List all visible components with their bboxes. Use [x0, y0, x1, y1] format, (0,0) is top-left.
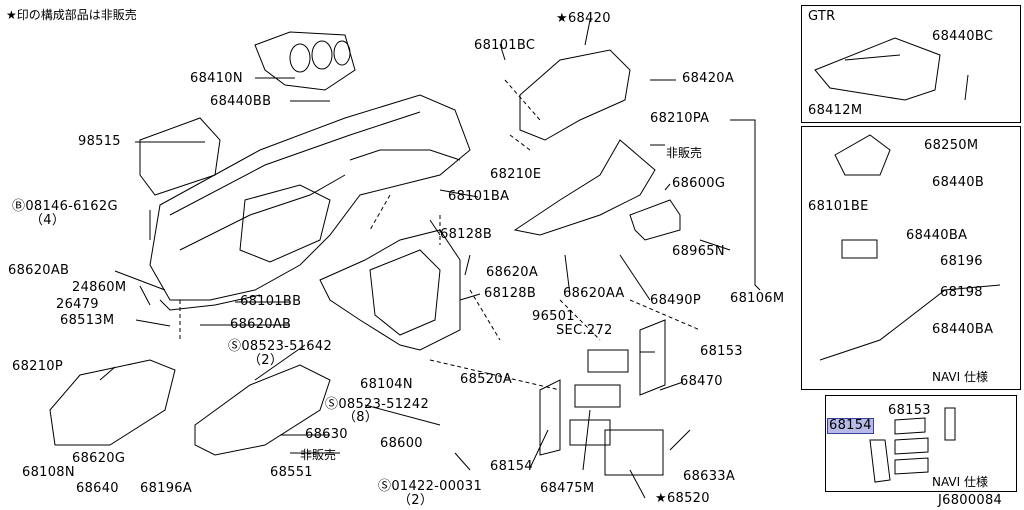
part-label-68101BC[interactable]: 68101BC	[474, 38, 536, 53]
part-label-68620AA[interactable]: 68620AA	[563, 286, 625, 301]
meter-hood-drawing	[254, 31, 356, 91]
part-label-96501[interactable]: 96501	[532, 309, 575, 324]
circle-b-icon: Ⓑ	[12, 199, 26, 214]
gtr-hood-drawing	[814, 37, 969, 101]
part-label-68440BC[interactable]: 68440BC	[932, 29, 994, 44]
part-label-68196[interactable]: 68196	[940, 254, 983, 269]
star-icon: ★	[556, 11, 568, 26]
center-console-drawing	[319, 229, 461, 351]
part-label-68965N[interactable]: 68965N	[672, 244, 725, 259]
part-label-08523-51242[interactable]: Ⓢ08523-51242	[325, 397, 430, 412]
gtr-panel	[801, 5, 1021, 123]
finisher-drawing	[513, 139, 656, 236]
part-label-68198[interactable]: 68198	[940, 285, 983, 300]
part-label-68128B-b[interactable]: 68128B	[484, 286, 537, 301]
part-label-68630[interactable]: 68630	[305, 427, 348, 442]
part-qty-08523-51242: （8）	[343, 410, 379, 425]
cluster-lid-drawing	[519, 49, 631, 141]
part-label-68153-b[interactable]: 68153	[888, 403, 931, 418]
part-label-68410N[interactable]: 68410N	[190, 71, 243, 86]
part-label-68154-highlighted[interactable]: 68154	[827, 418, 874, 434]
part-label-68101BE[interactable]: 68101BE	[808, 199, 869, 214]
part-qty-01422: （2）	[398, 493, 434, 508]
part-label-68490P[interactable]: 68490P	[650, 293, 701, 308]
part-label-68101BA[interactable]: 68101BA	[448, 189, 510, 204]
section-ref-272[interactable]: SEC.272	[556, 323, 613, 338]
non-sale-note: ★印の構成部品は非販売	[6, 8, 137, 22]
part-label-68440B[interactable]: 68440B	[932, 175, 985, 190]
part-label-24860M[interactable]: 24860M	[72, 280, 127, 295]
part-label-68210E[interactable]: 68210E	[490, 167, 542, 182]
glove-box-drawing	[194, 364, 331, 456]
part-label-68440BB[interactable]: 68440BB	[210, 94, 272, 109]
part-label-68128B-a[interactable]: 68128B	[440, 227, 493, 242]
non-sale-label-a: 非販売	[300, 448, 337, 462]
circle-s-icon: Ⓢ	[228, 339, 242, 354]
part-label-68108N[interactable]: 68108N	[22, 465, 75, 480]
part-label-68250M[interactable]: 68250M	[924, 138, 979, 153]
part-label-68513M[interactable]: 68513M	[60, 313, 115, 328]
part-label-68620AB[interactable]: 68620AB	[8, 263, 70, 278]
part-label-68620G[interactable]: 68620G	[72, 451, 126, 466]
part-label-68520[interactable]: ★68520	[655, 491, 710, 506]
part-label-68600[interactable]: 68600	[380, 436, 423, 451]
navi-panel-a	[801, 126, 1021, 390]
part-label-68196A[interactable]: 68196A	[140, 481, 193, 496]
box-68965N-drawing	[629, 199, 681, 241]
part-label-98515[interactable]: 98515	[78, 134, 121, 149]
part-label-68551[interactable]: 68551	[270, 465, 313, 480]
navi-spec-label-a: NAVI 仕様	[932, 370, 988, 384]
part-label-68440BA[interactable]: 68440BA	[906, 228, 968, 243]
part-qty-08523-51642: （2）	[248, 353, 284, 368]
navi-panel-b	[825, 395, 1017, 492]
part-label-68420[interactable]: ★68420	[556, 11, 611, 26]
part-label-68210P[interactable]: 68210P	[12, 359, 63, 374]
navi-spec-label-b: NAVI 仕様	[932, 475, 988, 489]
knee-panel-drawing	[49, 359, 176, 446]
non-sale-label-b: 非販売	[666, 146, 703, 160]
leader-dashes	[179, 79, 701, 391]
gtr-panel-title: GTR	[808, 9, 836, 24]
part-label-68640[interactable]: 68640	[76, 481, 119, 496]
part-label-08146-6162G[interactable]: Ⓑ08146-6162G	[12, 199, 118, 214]
part-label-68520A[interactable]: 68520A	[460, 372, 513, 387]
part-label-26479[interactable]: 26479	[56, 297, 99, 312]
circle-s-icon: Ⓢ	[325, 397, 339, 412]
part-label-68600G[interactable]: 68600G	[672, 176, 726, 191]
part-label-68420A[interactable]: 68420A	[682, 71, 735, 86]
part-label-68104N[interactable]: 68104N	[360, 377, 413, 392]
part-label-68101BB[interactable]: 68101BB	[240, 294, 302, 309]
part-label-68153[interactable]: 68153	[700, 344, 743, 359]
part-label-08523-51642[interactable]: Ⓢ08523-51642	[228, 339, 333, 354]
panel-98515-drawing	[139, 117, 221, 196]
part-label-68620A[interactable]: 68620A	[486, 265, 539, 280]
part-qty-08146: （4）	[30, 213, 66, 228]
leader-lines	[99, 19, 761, 499]
star-icon: ★	[655, 491, 667, 506]
part-label-68470[interactable]: 68470	[680, 374, 723, 389]
part-label-68633A[interactable]: 68633A	[683, 469, 736, 484]
part-label-68106M[interactable]: 68106M	[730, 291, 785, 306]
dashboard-drawing	[149, 94, 471, 311]
navi-drawing	[819, 134, 1001, 483]
diagram-id: J6800084	[938, 493, 1003, 508]
part-label-68620AB-b[interactable]: 68620AB	[230, 317, 292, 332]
circle-s-icon: Ⓢ	[378, 479, 392, 494]
part-label-68154[interactable]: 68154	[490, 459, 533, 474]
part-label-68475M[interactable]: 68475M	[540, 481, 595, 496]
part-label-01422-00031[interactable]: Ⓢ01422-00031	[378, 479, 483, 494]
part-label-68440BA-b[interactable]: 68440BA	[932, 322, 994, 337]
part-label-68210PA[interactable]: 68210PA	[650, 111, 710, 126]
part-label-68412M[interactable]: 68412M	[808, 103, 863, 118]
audio-mount-drawing	[539, 319, 666, 476]
